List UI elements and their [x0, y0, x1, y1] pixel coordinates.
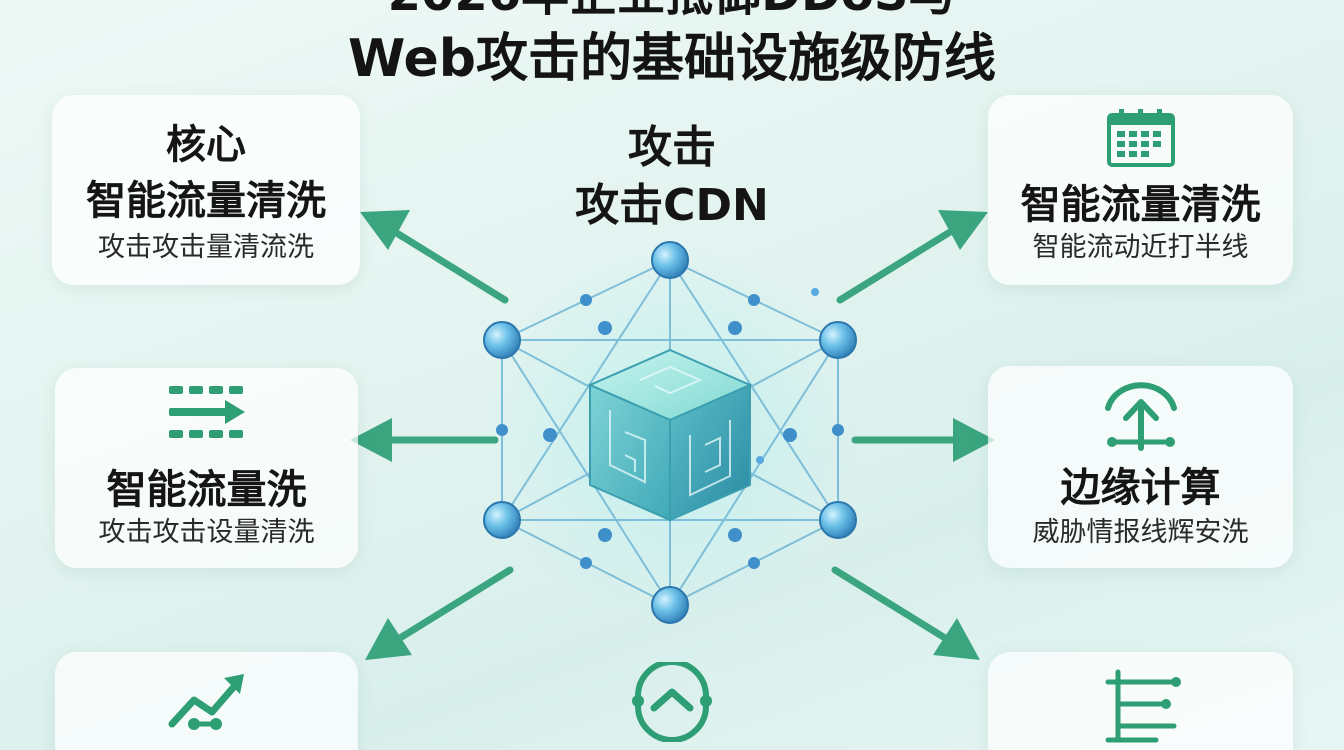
cdn-cube	[587, 348, 753, 522]
calendar-icon	[1106, 109, 1175, 167]
card-mid-left-label: 智能流量洗	[106, 467, 307, 513]
edge-antenna-icon	[1104, 382, 1177, 451]
card-top-left-label-2: 智能流量清洗	[86, 178, 326, 224]
card-top-right-label: 智能流量清洗	[1020, 182, 1261, 228]
card-mid-right-sub: 威胁情报线辉安洗	[1032, 517, 1249, 548]
network-small-nodes	[496, 288, 844, 569]
shield-check-icon	[632, 662, 712, 742]
arrow-to-top-right	[836, 210, 988, 304]
card-top-right-sub: 智能流动近打半线	[1032, 232, 1249, 263]
trend-chart-icon	[168, 674, 244, 730]
arrow-to-bottom-left	[365, 566, 514, 660]
central-network-graphic	[480, 240, 860, 624]
card-top-right: 智能流量清洗 智能流动近打半线	[988, 95, 1293, 285]
card-bottom-right	[988, 652, 1293, 750]
card-bottom-left	[55, 652, 358, 750]
card-mid-left-sub: 攻击攻击设量清洗	[98, 517, 315, 548]
arrow-to-mid-left	[350, 418, 499, 462]
page-title-line-1: 2026年企业抵御DDoS与	[0, 0, 1344, 22]
card-mid-right-label: 边缘计算	[1060, 465, 1221, 511]
card-mid-left: 智能流量洗 攻击攻击设量清洗	[55, 368, 358, 568]
card-mid-right: 边缘计算 威胁情报线辉安洗	[988, 366, 1293, 568]
arrow-to-mid-right	[851, 418, 995, 462]
center-label-line-1: 攻击	[628, 122, 716, 173]
traffic-flow-icon	[168, 386, 245, 438]
page-title-line-2: Web攻击的基础设施级防线	[348, 29, 996, 89]
card-top-left: 核心 智能流量清洗 攻击攻击量清流洗	[52, 95, 360, 285]
branch-list-icon	[1105, 669, 1181, 743]
card-top-left-label-1: 核心	[166, 122, 246, 168]
arrow-to-top-left	[360, 210, 509, 304]
arrow-to-bottom-right	[831, 566, 980, 660]
card-top-left-sub: 攻击攻击量清流洗	[98, 232, 314, 263]
center-label-line-2: 攻击CDN	[575, 180, 769, 231]
network-large-nodes	[483, 241, 857, 624]
